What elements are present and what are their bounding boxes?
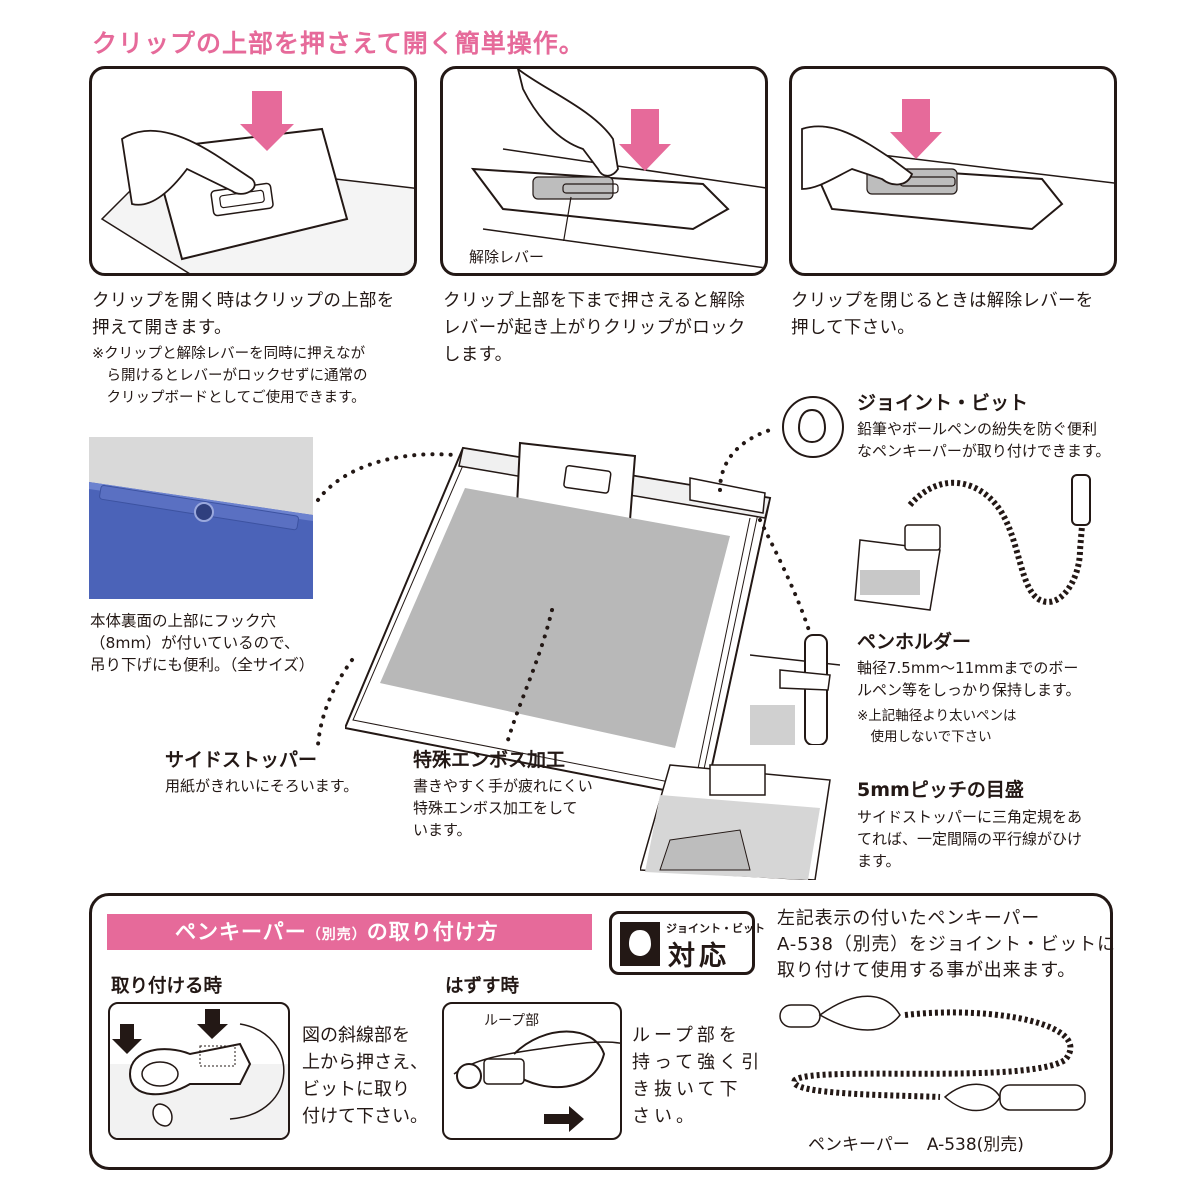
attach-text: 図の斜線部を 上から押さえ、 ビットに取り 付けて下さい。 <box>302 1025 428 1127</box>
attach-illustration <box>108 1002 290 1140</box>
joint-bit-badge: ジョイント・ビット 対応 <box>609 911 765 975</box>
step-1-caption: クリップを開く時はクリップの上部を 押えて開きます。 <box>92 291 395 338</box>
side-stopper-title: サイドストッパー <box>165 749 318 771</box>
emboss-text: 書きやすく手が疲れにくい 特殊エンボス加工をして います。 <box>413 777 593 839</box>
leader-lines <box>316 428 814 747</box>
keeper-description: 左記表示の付いたペンキーパー A-538（別売）をジョイント・ビットに 取り付け… <box>777 908 1116 981</box>
remove-title: はずす時 <box>445 976 520 997</box>
remove-illustration: ループ部 <box>442 1002 622 1140</box>
hook-hole-text: 本体裏面の上部にフック穴 （8mm）が付いているので、 吊り下げにも便利。（全サ… <box>90 612 315 674</box>
badge-main-text: 対応 <box>668 941 730 972</box>
pen-keeper-banner: ペンキーパー（別売）の取り付け方 <box>107 914 592 950</box>
joint-bit-title: ジョイント・ビット <box>857 392 1029 414</box>
banner-paren-text: （別売） <box>306 927 367 943</box>
banner-main-text: ペンキーパー <box>175 920 307 944</box>
release-lever-callout: 解除レバー <box>469 249 544 266</box>
pen-keeper-section <box>89 893 1113 1170</box>
step-1-illustration <box>89 66 417 276</box>
pen-holder-illustration <box>749 630 841 746</box>
banner-tail-text: の取り付け方 <box>366 920 499 944</box>
joint-bit-icon <box>782 396 844 458</box>
step-3-illustration <box>789 66 1117 276</box>
step-3-caption: クリップを閉じるときは解除レバーを 押して下さい。 <box>791 291 1094 338</box>
badge-top-text: ジョイント・ビット <box>666 922 765 935</box>
step-1-note: ※クリップと解除レバーを同時に押えなが ら開けるとレバーがロックせずに通常の ク… <box>92 346 368 406</box>
product-label: ペンキーパー A-538(別売) <box>808 1135 1024 1155</box>
loop-label: ループ部 <box>482 1010 542 1030</box>
step-2-caption: クリップ上部を下まで押さえると解除 レバーが起き上がりクリップがロック します。 <box>443 291 746 365</box>
pen-keeper-cord-illustration <box>850 470 1120 620</box>
pen-holder-note: ※上記軸径より太いペンは 使用しないで下さい <box>857 708 1017 745</box>
scale-title: 5mmピッチの目盛 <box>857 779 1024 801</box>
page-title: クリップの上部を押さえて開く簡単操作。 <box>92 29 585 58</box>
pen-keeper-product-illustration <box>775 985 1095 1130</box>
pen-holder-title: ペンホルダー <box>857 631 972 653</box>
keyhole-icon <box>620 922 660 966</box>
pen-holder-text: 軸径7.5mm〜11mmまでのボー ルペン等をしっかり保持します。 <box>857 659 1081 699</box>
hook-hole-photo <box>89 437 313 599</box>
remove-text: ループ部を 持って強く引 き抜いて下 さい。 <box>632 1025 764 1127</box>
joint-bit-text: 鉛筆やボールペンの紛失を防ぐ便利 なペンキーパーが取り付けできます。 <box>857 420 1111 460</box>
emboss-title: 特殊エンボス加工 <box>413 749 566 771</box>
scale-text: サイドストッパーに三角定規をあ てれば、一定間隔の平行線がひけ ます。 <box>857 808 1083 870</box>
step-2-illustration: 解除レバー <box>440 66 768 276</box>
side-stopper-text: 用紙がきれいにそろいます。 <box>165 777 359 795</box>
attach-title: 取り付ける時 <box>111 976 223 997</box>
ruler-illustration <box>639 760 840 881</box>
